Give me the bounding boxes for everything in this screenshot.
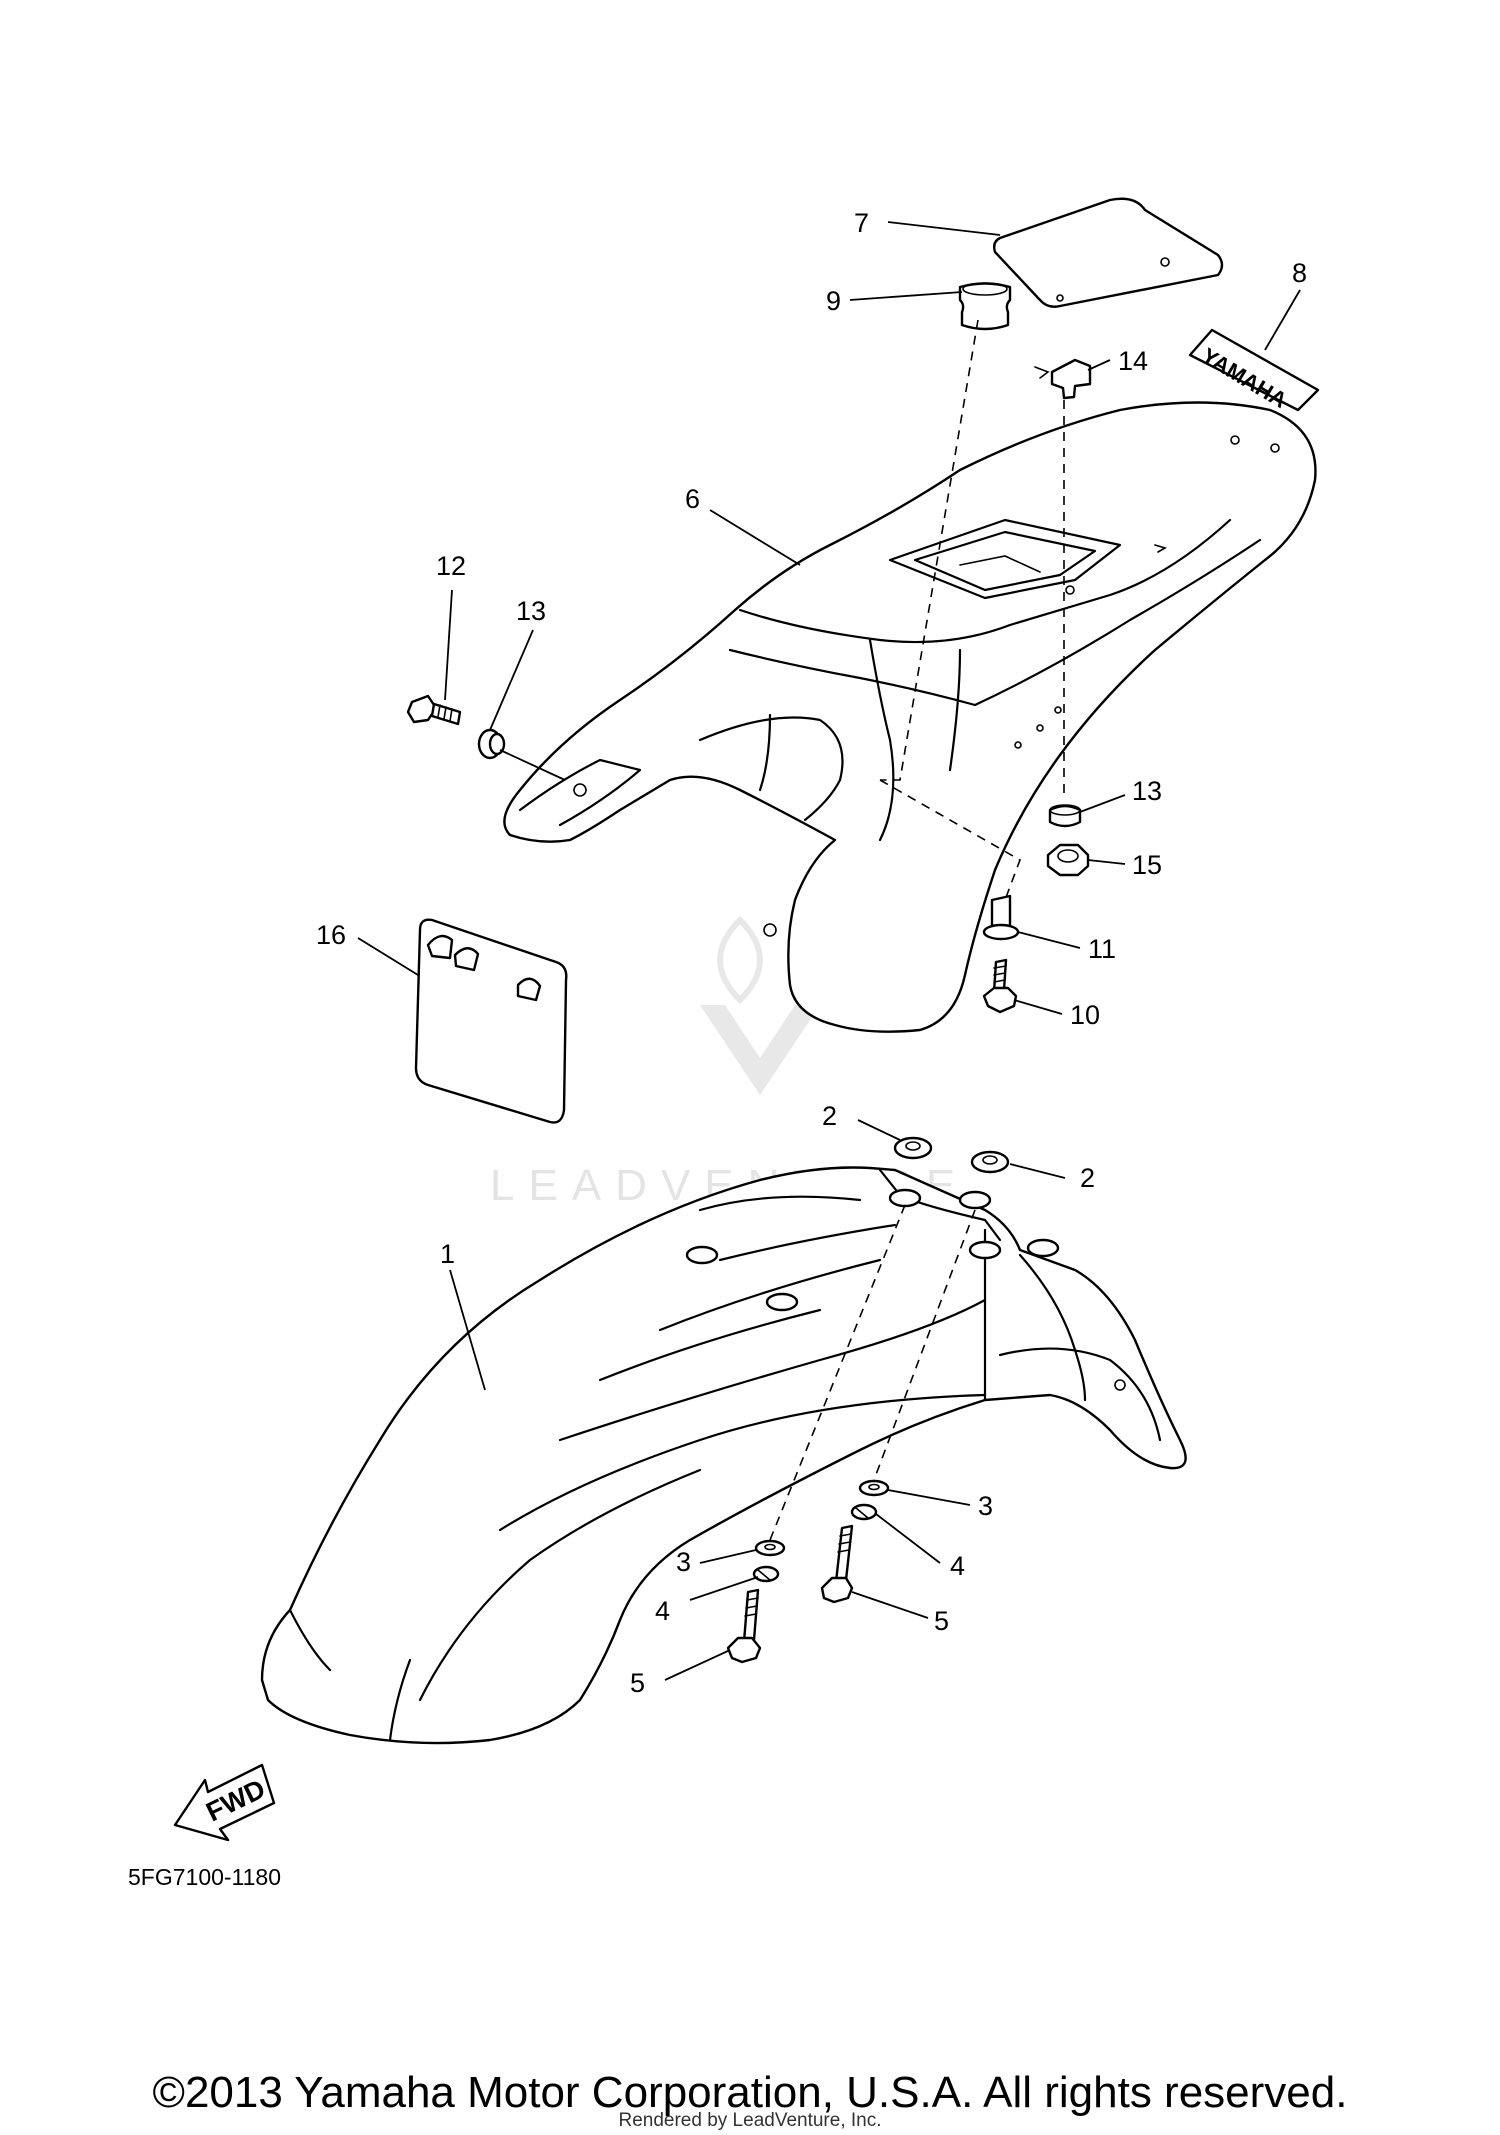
part-9-grommet — [958, 282, 1012, 331]
rendered-by-credit: Rendered by LeadVenture, Inc. — [618, 2110, 882, 2131]
callout-2-right: 2 — [1080, 1163, 1095, 1193]
part-2-grommet-left — [893, 1136, 933, 1160]
callout-13-right: 13 — [1132, 776, 1162, 806]
part-2-grommet-right — [970, 1150, 1010, 1174]
copyright-notice: ©2013 Yamaha Motor Corporation, U.S.A. A… — [152, 2068, 1348, 2117]
callout-15: 15 — [1132, 850, 1162, 880]
part-14-clip — [1050, 358, 1092, 400]
part-7-cover-plate — [992, 197, 1224, 308]
part-4-lock-washer-left — [752, 1565, 780, 1583]
fender-mount-holes — [888, 1188, 1060, 1260]
part-6-rear-fender — [503, 366, 1317, 1033]
callout-2-left: 2 — [822, 1101, 837, 1131]
part-16-plate — [414, 918, 568, 1124]
assembly-dashed-lines — [769, 319, 1065, 1541]
callout-6: 6 — [685, 484, 700, 514]
part-13-grommet-right — [1048, 804, 1082, 828]
part-5-bolt-right — [820, 1524, 854, 1604]
callout-14: 14 — [1118, 346, 1148, 376]
callout-5-right: 5 — [934, 1606, 949, 1636]
callout-8: 8 — [1292, 258, 1307, 288]
part-1-front-fender — [260, 1166, 1187, 1745]
callout-10: 10 — [1070, 1000, 1100, 1030]
part-4-lock-washer-right — [850, 1503, 878, 1521]
callout-4-right: 4 — [950, 1551, 965, 1581]
callout-3-right: 3 — [978, 1491, 993, 1521]
callout-11: 11 — [1088, 934, 1116, 964]
callout-4-left: 4 — [655, 1596, 670, 1626]
part-11-collar — [982, 894, 1020, 941]
part-12-bolt — [406, 694, 462, 726]
part-10-bolt — [982, 958, 1018, 1014]
callout-numbers: 7 9 8 14 6 12 13 13 15 11 10 16 2 2 1 3 … — [316, 208, 1307, 1698]
callout-12: 12 — [436, 551, 466, 581]
part-13-grommet-left — [477, 728, 506, 760]
part-3-washer-left — [754, 1539, 786, 1557]
callout-13-left: 13 — [516, 596, 546, 626]
callout-5-left: 5 — [630, 1668, 645, 1698]
diagram-code: 5FG7100-1180 — [128, 1864, 281, 1890]
callout-3-left: 3 — [676, 1547, 691, 1577]
part-8-yamaha-decal: YAMAHA — [1188, 328, 1320, 413]
callout-9: 9 — [826, 286, 841, 316]
part-15-nut — [1046, 843, 1090, 877]
callout-leaders — [357, 221, 1301, 1681]
callout-7: 7 — [854, 208, 869, 238]
part-5-bolt-left — [726, 1588, 762, 1664]
callout-16: 16 — [316, 920, 346, 950]
fwd-arrow-icon: FWD — [173, 1763, 276, 1842]
part-3-washer-right — [858, 1479, 890, 1497]
callout-1: 1 — [440, 1239, 455, 1269]
